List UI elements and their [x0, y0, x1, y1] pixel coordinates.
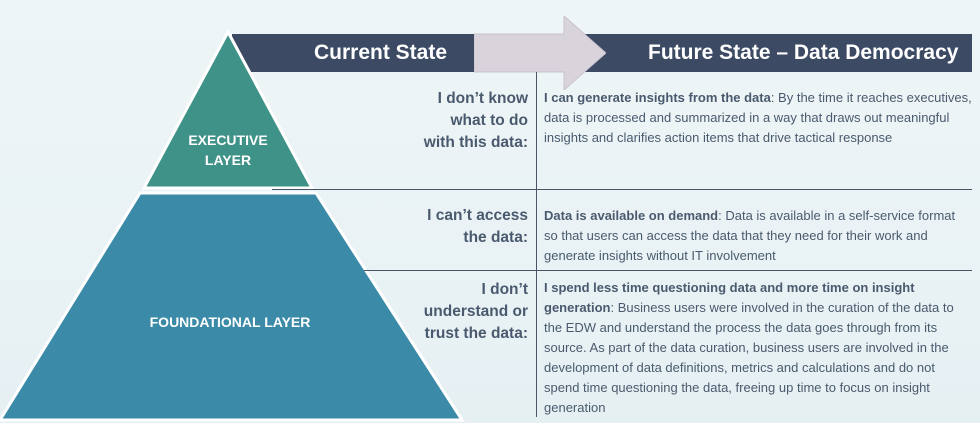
pain-point-line: the data: — [463, 229, 528, 246]
pain-point-text: I don’t understand or trust the data: — [424, 279, 528, 345]
future-state-body: : By the time it reaches executives, dat… — [544, 90, 972, 145]
foundational-layer-label: FOUNDATIONAL LAYER — [149, 314, 311, 330]
row-divider — [364, 270, 972, 271]
pain-point-line: what to do — [450, 112, 529, 129]
foundational-layer-shape — [0, 191, 465, 422]
current-state-heading: Current State — [314, 41, 448, 64]
future-state-title: Data is available on demand — [544, 208, 719, 223]
future-state-title: I can generate insights from the data — [544, 90, 771, 105]
row-divider — [272, 189, 972, 190]
pain-point-line: understand or — [423, 303, 528, 320]
future-state-heading: Future State – Data Democracy — [648, 41, 959, 64]
future-state-body: : Data is available in a self-service fo… — [544, 208, 956, 263]
pain-point-text: I don’t know what to do with this data: — [424, 88, 528, 154]
future-state-description: I spend less time questioning data and m… — [544, 278, 972, 418]
pain-point-line: trust the data: — [424, 325, 528, 342]
pain-point-text: I can’t access the data: — [427, 205, 528, 249]
future-state-title: I spend less time questioning data and m… — [544, 280, 915, 315]
future-state-body: : Business users were involved in the cu… — [544, 300, 954, 415]
future-state-description: Data is available on demand: Data is ava… — [544, 206, 972, 266]
layer-pyramid — [0, 28, 465, 422]
pain-point-line: I don’t know — [437, 90, 528, 107]
executive-layer-label: EXECUTIVE LAYER — [188, 132, 268, 168]
pain-point-line: I can’t access — [427, 207, 528, 224]
future-state-description: I can generate insights from the data: B… — [544, 88, 972, 148]
executive-layer-shape — [141, 28, 315, 190]
pain-point-line: with this data: — [423, 134, 528, 151]
transition-arrow-icon — [474, 16, 606, 90]
pain-point-line: I don’t — [481, 281, 529, 298]
column-divider — [536, 72, 537, 417]
